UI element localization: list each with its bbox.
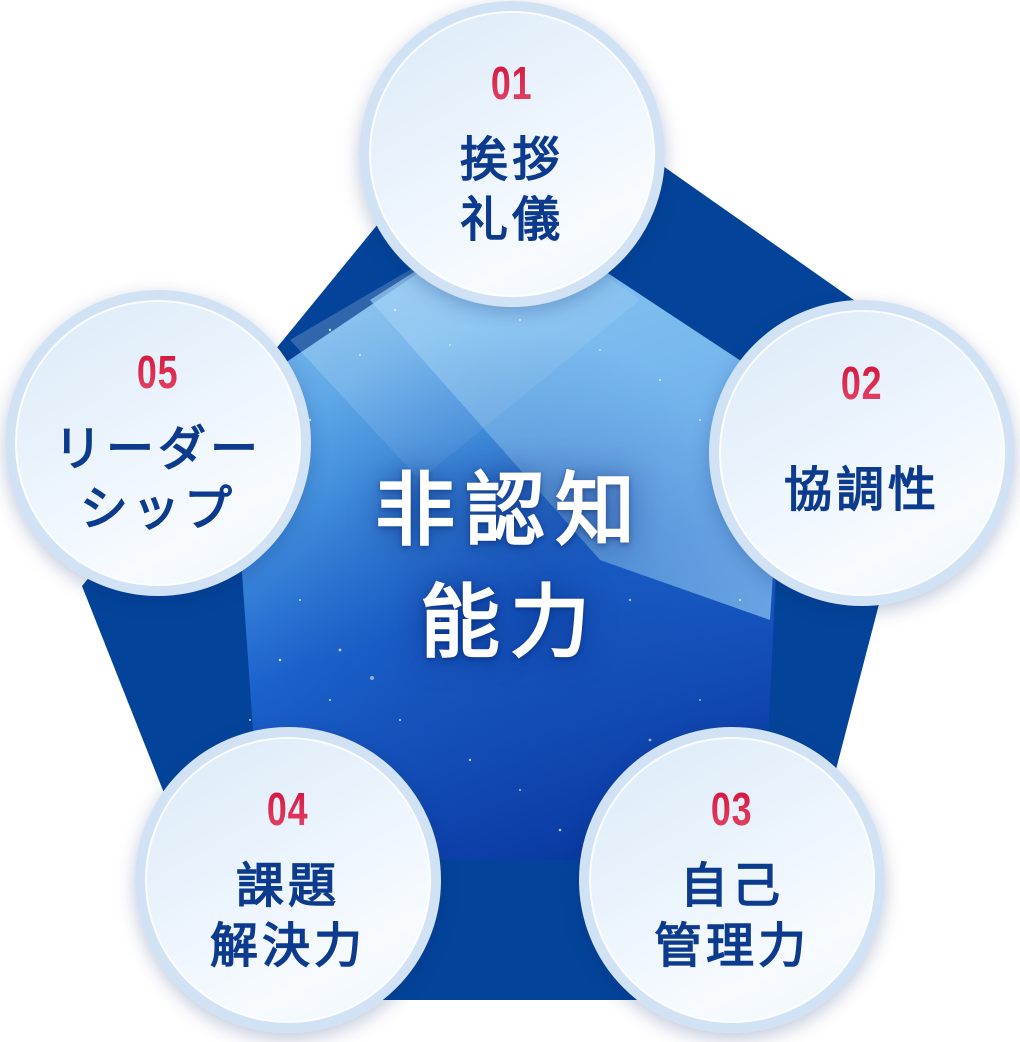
node-label: 協調性 [783, 462, 940, 518]
node-number: 01 [491, 57, 533, 109]
node-label: 自己 管理力 [653, 858, 810, 974]
node-04-problem-solving[interactable]: 04 課題 解決力 [135, 727, 441, 1033]
node-number: 04 [267, 783, 309, 835]
node-05-leadership[interactable]: 05 リーダー シップ [5, 290, 311, 596]
node-01-greetings-manners[interactable]: 01 挨拶 礼儀 [359, 1, 665, 307]
node-number: 05 [137, 346, 179, 398]
node-number: 03 [711, 783, 753, 835]
node-02-cooperation[interactable]: 02 協調性 [709, 300, 1015, 606]
center-title-line2: 能力 [420, 576, 600, 669]
center-title: 非認知 能力 [300, 455, 720, 679]
node-label: 課題 解決力 [209, 858, 366, 974]
center-title-line1: 非認知 [375, 464, 645, 557]
node-label: 挨拶 礼儀 [459, 132, 564, 248]
node-label: リーダー シップ [53, 421, 262, 537]
node-03-self-management[interactable]: 03 自己 管理力 [579, 727, 885, 1033]
node-number: 02 [841, 357, 883, 409]
